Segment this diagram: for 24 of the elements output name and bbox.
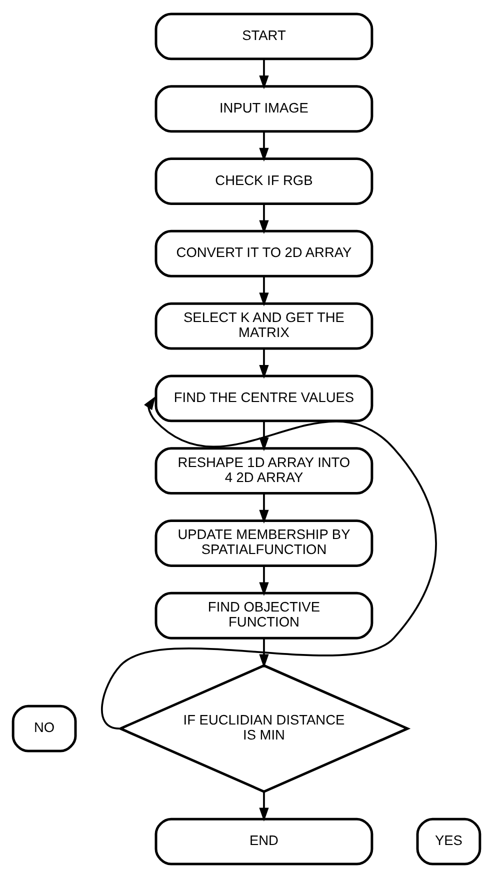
node-box: START xyxy=(154,12,374,60)
node-box: FIND OBJECTIVE FUNCTION xyxy=(154,592,374,640)
node-box: FIND THE CENTRE VALUES xyxy=(154,374,374,422)
node-box: RESHAPE 1D ARRAY INTO 4 2D ARRAY xyxy=(154,447,374,495)
arrow xyxy=(259,348,269,379)
node-box: CHECK IF RGB xyxy=(154,158,374,205)
node-box: SELECT K AND GET THE MATRIX xyxy=(154,302,374,350)
node-box: CONVERT IT TO 2D ARRAY xyxy=(154,230,374,278)
node-box: UPDATE MEMBERSHIP BY SPATIALFUNCTION xyxy=(154,520,374,567)
node-box: END xyxy=(154,818,374,866)
arrow xyxy=(259,566,269,596)
node-box: NO xyxy=(12,704,77,752)
node-box: YES xyxy=(416,818,482,866)
node-box: INPUT IMAGE xyxy=(154,85,374,133)
arrow xyxy=(259,792,269,822)
arrow xyxy=(259,638,269,668)
node-diamond: IF EUCLIDIAN DISTANCE IS MIN xyxy=(117,664,411,793)
arrow xyxy=(259,131,269,162)
arrow xyxy=(259,421,269,452)
arrow xyxy=(101,396,437,730)
arrow xyxy=(259,493,269,524)
arrow xyxy=(259,276,269,306)
arrow xyxy=(259,59,269,90)
arrow xyxy=(259,204,269,234)
